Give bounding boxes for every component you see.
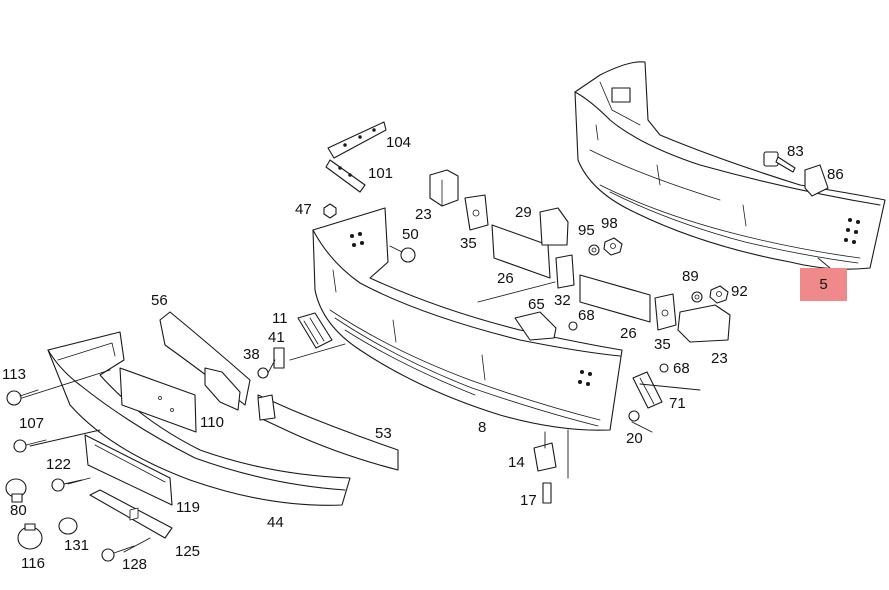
part-label-35-upper[interactable]: 35	[460, 235, 477, 252]
screw-part-122	[51, 478, 83, 492]
nut-part-38	[257, 367, 269, 379]
part-label-95[interactable]: 95	[578, 222, 595, 239]
bracket-part-14	[533, 442, 557, 472]
part-label-125[interactable]: 125	[175, 543, 201, 560]
part-label-47[interactable]: 47	[295, 201, 312, 218]
nut-part-47	[323, 203, 337, 219]
part-label-86[interactable]: 86	[827, 166, 844, 183]
part-label-80[interactable]: 80	[10, 502, 27, 519]
part-label-11[interactable]: 11	[272, 310, 288, 327]
bracket-part-86	[804, 164, 829, 197]
part-label-116[interactable]: 116	[21, 555, 45, 572]
bracket-part-29	[539, 207, 569, 246]
washer-part-89	[691, 291, 703, 303]
plate-part-17	[542, 482, 552, 504]
washer-part-95	[588, 244, 600, 256]
part-label-71[interactable]: 71	[669, 395, 686, 412]
part-label-98[interactable]: 98	[601, 215, 618, 232]
block-part-26-upper	[491, 224, 551, 279]
part-label-56[interactable]: 56	[151, 292, 168, 309]
washer-part-68-lower	[659, 363, 669, 373]
part-label-44[interactable]: 44	[267, 514, 284, 531]
washer-part-68-upper	[568, 321, 578, 331]
part-label-113[interactable]: 113	[2, 366, 26, 383]
rear-bumper[interactable]	[574, 61, 886, 270]
part-label-23-upper[interactable]: 23	[415, 206, 432, 223]
impact-strip-part-119	[84, 434, 173, 506]
part-label-29[interactable]: 29	[515, 204, 532, 221]
part-label-110[interactable]: 110	[200, 414, 224, 431]
highlighted-part-label-5[interactable]: 5	[800, 268, 847, 301]
part-label-35-lower[interactable]: 35	[654, 336, 671, 353]
bracket-part-65	[514, 311, 557, 341]
part-label-101[interactable]: 101	[368, 165, 394, 182]
part-label-131[interactable]: 131	[64, 537, 90, 554]
part-label-38[interactable]: 38	[243, 346, 260, 363]
nut-part-98	[603, 237, 623, 256]
bumper-strip-part-53	[257, 394, 399, 471]
part-label-23-lower[interactable]: 23	[711, 350, 728, 367]
grille-part-71	[632, 371, 663, 409]
leader-lines	[21, 257, 831, 553]
clip-part-80	[5, 478, 27, 503]
mount-part-35-lower	[654, 293, 677, 331]
nut-part-92	[709, 285, 729, 304]
bumper-carrier-part-110	[119, 367, 197, 433]
bolt-part-20	[628, 410, 640, 422]
bumper-strip-part-56	[159, 311, 251, 411]
part-label-26-upper[interactable]: 26	[497, 270, 514, 287]
part-label-14[interactable]: 14	[508, 454, 525, 471]
part-label-32[interactable]: 32	[554, 292, 571, 309]
part-label-68-lower[interactable]: 68	[673, 360, 690, 377]
part-label-50[interactable]: 50	[402, 226, 419, 243]
grille-part-11	[297, 312, 333, 349]
part-label-26-lower[interactable]: 26	[620, 325, 637, 342]
part-label-107[interactable]: 107	[19, 415, 45, 432]
part-label-89[interactable]: 89	[682, 268, 699, 285]
part-label-65[interactable]: 65	[528, 296, 545, 313]
front-bumper	[312, 207, 623, 431]
block-part-26-lower	[579, 274, 651, 323]
bolt-part-83	[763, 151, 796, 173]
bracket-part-32	[555, 254, 575, 289]
part-label-41[interactable]: 41	[268, 329, 285, 346]
part-label-8[interactable]: 8	[478, 419, 487, 436]
screw-part-107	[13, 439, 47, 453]
bracket-part-104	[327, 121, 387, 159]
part-label-83[interactable]: 83	[787, 143, 804, 160]
part-label-20[interactable]: 20	[626, 430, 643, 447]
part-label-128[interactable]: 128	[122, 556, 148, 573]
clip-part-131	[58, 517, 78, 535]
part-label-92[interactable]: 92	[731, 283, 748, 300]
part-label-104[interactable]: 104	[386, 134, 412, 151]
part-label-17[interactable]: 17	[520, 492, 537, 509]
front-lower-bumper-assembly	[47, 331, 351, 506]
part-label-68-upper[interactable]: 68	[578, 307, 595, 324]
mount-part-35-upper	[464, 194, 489, 231]
strip-part-125	[89, 489, 173, 539]
plate-part-41	[273, 347, 285, 369]
part-label-53[interactable]: 53	[375, 425, 392, 442]
part-label-119[interactable]: 119	[176, 499, 200, 516]
clip-part-116	[17, 523, 43, 550]
cap-part-23-lower	[677, 304, 731, 343]
screw-part-128	[101, 545, 135, 562]
screw-part-50	[389, 245, 416, 263]
cap-part-23-upper	[429, 169, 459, 207]
bracket-part-101	[325, 159, 366, 193]
part-label-122[interactable]: 122	[46, 456, 72, 473]
screw-part-113	[6, 389, 39, 406]
